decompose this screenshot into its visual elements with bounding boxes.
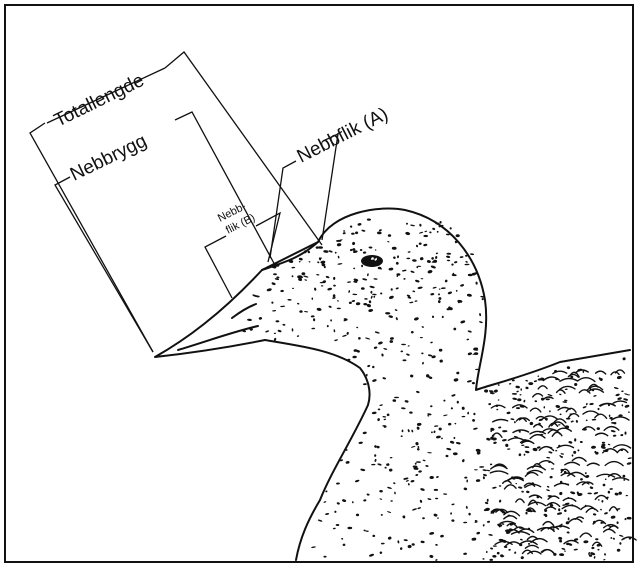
label-bill-lobe-a: Nebbflik (A) <box>294 104 392 168</box>
nostril <box>232 304 256 318</box>
label-bill-ridge: Nebbrygg <box>67 131 150 186</box>
label-total-length: Totallengde <box>51 70 148 131</box>
bracket-bill-ridge <box>55 112 276 352</box>
feather-stippling <box>242 218 633 561</box>
back-feather-pattern <box>490 370 636 554</box>
eider-head-illustration <box>155 209 636 562</box>
